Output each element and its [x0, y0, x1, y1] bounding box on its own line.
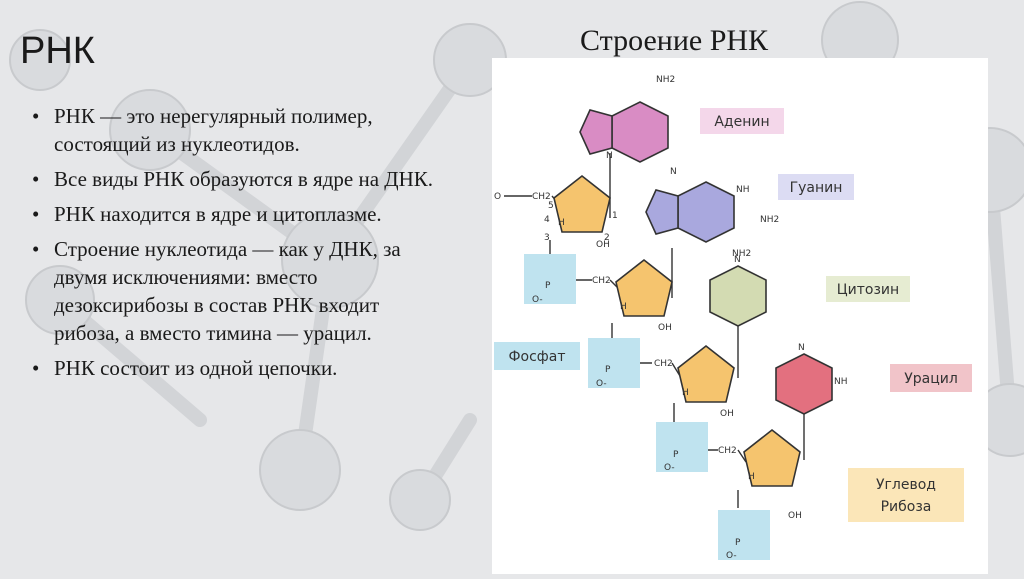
ribose-sugar-1 [553, 174, 611, 233]
sugar-label-line1: Углевод [876, 477, 936, 493]
sugar-label-line2: Рибоза [881, 499, 932, 515]
phosphate-box-3 [656, 422, 708, 472]
atom-p: P [673, 450, 679, 460]
bullet-item: Строение нуклеотида — как у ДНК, за двум… [32, 235, 442, 347]
atom-c5: 5 [548, 201, 554, 211]
uracil-label-bg [890, 364, 972, 392]
atom-ch2: CH2 [592, 276, 611, 286]
phosphate-label-bg [494, 342, 580, 370]
atom-c2: 2 [604, 233, 610, 243]
sugar-label-bg [848, 468, 964, 522]
atom-nh: NH [834, 377, 848, 387]
bullet-list: РНК — это нерегулярный полимер, состоящи… [32, 102, 442, 389]
atom-p: P [605, 365, 611, 375]
atom-ch2: CH2 [718, 446, 737, 456]
bullet-item: РНК состоит из одной цепочки. [32, 354, 442, 382]
atom-c4: 4 [544, 215, 550, 225]
guanine-label-bg [778, 174, 854, 200]
atom-p: P [545, 281, 551, 291]
ribose-sugar-2 [615, 258, 673, 317]
atom-nh2: NH2 [656, 75, 675, 85]
phosphate-box-2 [588, 338, 640, 388]
atom-c3: 3 [544, 233, 550, 243]
cytosine-ring [709, 265, 767, 327]
rna-diagram-svg: Аденин Гуанин Цитозин Урацил Фосфат Угле… [494, 75, 972, 561]
adenine-ring [611, 101, 669, 163]
atom-c1: 1 [612, 211, 618, 221]
atom-nh2: NH2 [732, 249, 751, 259]
bullet-item: РНК — это нерегулярный полимер, состоящи… [32, 102, 442, 158]
phosphate-label: Фосфат [508, 349, 565, 365]
atom-n: N [798, 343, 805, 353]
atom-p: P [735, 538, 741, 548]
atom-oh: OH [720, 409, 734, 419]
bullet-item: РНК находится в ядре и цитоплазме. [32, 200, 442, 228]
diagram-title: Строение РНК [580, 24, 769, 57]
atom-h: H [558, 218, 565, 228]
phosphate-box-4 [718, 510, 770, 560]
bullet-item: Все виды РНК образуются в ядре на ДНК. [32, 165, 442, 193]
atom-oh: OH [788, 511, 802, 521]
atom-oh: OH [658, 323, 672, 333]
guanine-ring [677, 181, 735, 243]
atom-n: N [734, 255, 741, 265]
guanine-label: Гуанин [790, 180, 843, 196]
atom-o-minus: O- [664, 463, 675, 473]
uracil-label: Урацил [904, 371, 958, 387]
atom-ch2: CH2 [654, 359, 673, 369]
rna-structure-diagram: Аденин Гуанин Цитозин Урацил Фосфат Угле… [492, 58, 988, 574]
cytosine-label-bg [826, 276, 910, 302]
atom-n: N [606, 151, 613, 161]
cytosine-label: Цитозин [837, 282, 899, 298]
atom-o-minus: O- [726, 551, 737, 561]
atom-h: H [620, 302, 627, 312]
adenine-label: Аденин [714, 114, 769, 130]
adenine-ring-5 [579, 109, 613, 155]
atom-oh: OH [596, 240, 610, 250]
ribose-sugar-4 [743, 428, 801, 487]
adenine-label-bg [700, 108, 784, 134]
atom-ch2: CH2 [532, 192, 551, 202]
atom-o: O [494, 192, 501, 202]
atom-h: H [682, 388, 689, 398]
guanine-ring-5 [645, 189, 679, 235]
atom-n: N [670, 167, 677, 177]
atom-nh2: NH2 [760, 215, 779, 225]
atom-nh: NH [736, 185, 750, 195]
atom-o-minus: O- [596, 379, 607, 389]
phosphate-box-1 [524, 254, 576, 304]
slide-title: РНК [20, 30, 95, 72]
atom-h: H [748, 472, 755, 482]
uracil-ring [775, 353, 833, 415]
ribose-sugar-3 [677, 344, 735, 403]
atom-o-minus: O- [532, 295, 543, 305]
